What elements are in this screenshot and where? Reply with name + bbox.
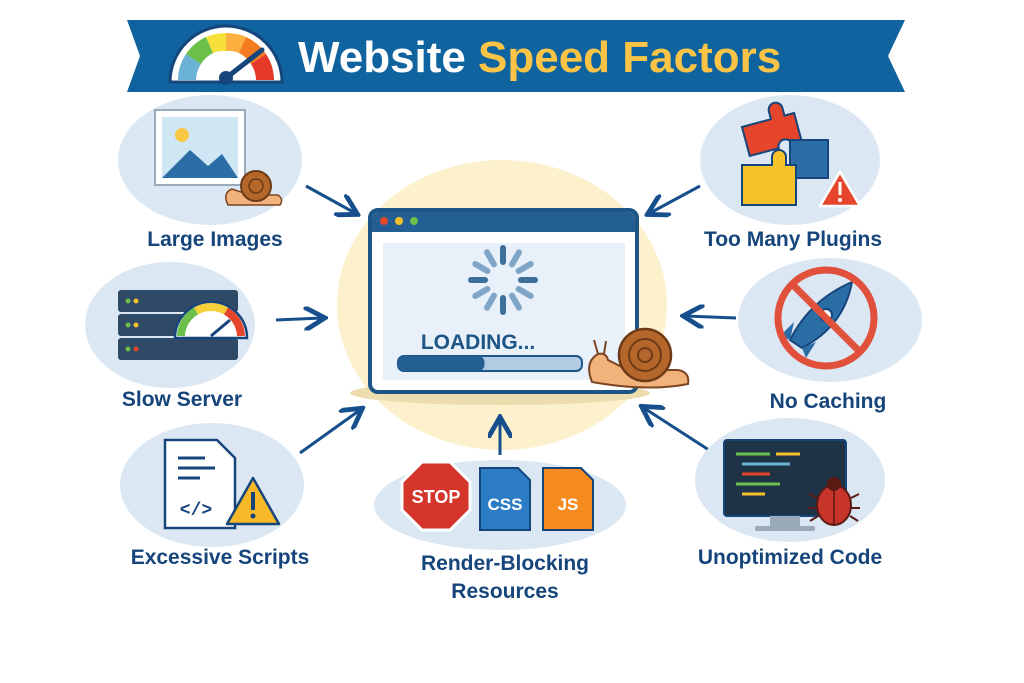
label-unoptimized-code: Unoptimized Code [698,546,882,569]
label-render-blocking-line2: Resources [451,580,558,603]
browser-window-icon: LOADING... [350,208,650,405]
factor-no-caching: No Caching [738,258,922,413]
spinner-segment [509,292,522,311]
arrow-large-images [305,184,355,213]
loading-text: LOADING... [421,331,535,354]
rocket-prohibited-icon [774,266,878,370]
label-slow-server: Slow Server [122,388,242,411]
stop-sign-text: STOP [412,487,461,507]
arrows [275,184,737,455]
label-excessive-scripts: Excessive Scripts [131,546,310,569]
js-file-text: JS [558,495,579,514]
monitor-bug-icon [723,439,860,531]
puzzle-warning-icon [740,101,863,208]
arrow-plugins [650,184,701,213]
server-gauge-icon [118,290,249,360]
arrow-no-caching [686,316,737,318]
spinner-segment [472,286,491,299]
label-too-many-plugins: Too Many Plugins [704,228,882,251]
factor-excessive-scripts: </> Excessive Scripts [120,423,309,569]
spinner-segment [515,261,534,274]
image-with-snail-icon [154,109,283,206]
script-file-warning-icon: </> [163,438,281,530]
title-part-2: Speed Factors [478,33,781,82]
title-part-1: Website [298,33,466,82]
progress-bar [397,355,583,372]
svg-text:</>: </> [180,501,212,521]
factor-render-blocking-resources: STOP CSS JS Render-Blocking Resources [374,460,626,603]
label-render-blocking-line1: Render-Blocking [421,552,589,575]
spinner-segment [484,249,497,268]
arrow-excessive-scripts [299,410,360,455]
spinner-segment [484,292,497,311]
factor-slow-server: Slow Server [85,262,255,411]
factor-too-many-plugins: Too Many Plugins [700,95,882,251]
spinner-segment [509,249,522,268]
factor-large-images: Large Images [118,95,302,251]
spinner-icon [468,245,538,315]
label-no-caching: No Caching [770,390,887,413]
speedometer-icon [168,24,284,85]
arrow-slow-server [275,318,322,320]
factor-unoptimized-code: Unoptimized Code [695,418,885,569]
snail-icon [588,327,690,389]
spinner-segment [515,286,534,299]
arrow-unoptimized-code [644,408,713,454]
title-banner: Website Speed Factors [127,20,905,92]
stop-css-js-icon: STOP CSS JS [400,460,594,532]
css-file-text: CSS [488,495,523,514]
spinner-segment [472,261,491,274]
label-large-images: Large Images [147,228,282,251]
